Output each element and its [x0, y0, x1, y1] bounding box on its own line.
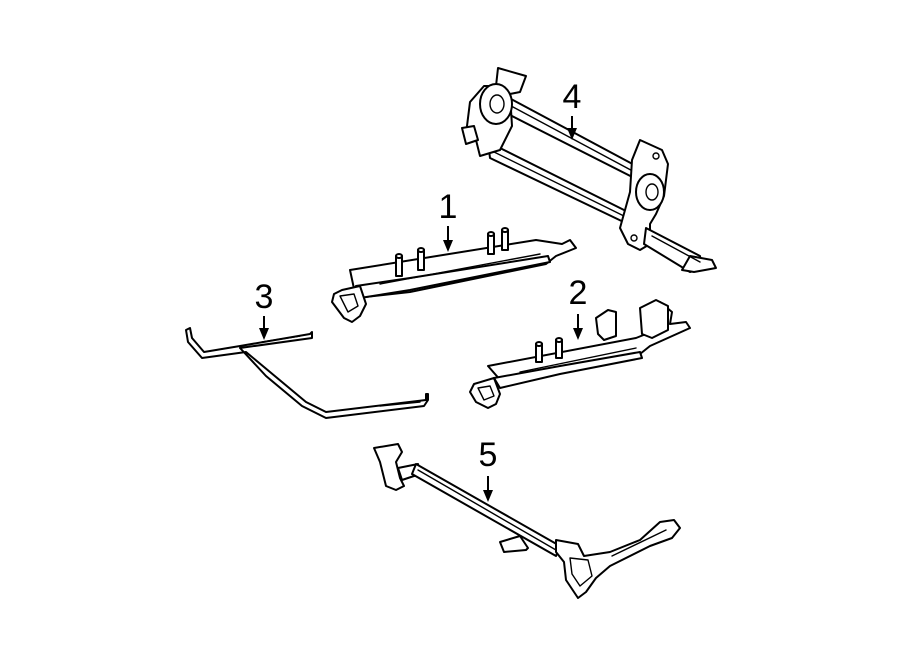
callout-3: 3 — [255, 278, 274, 340]
callout-5: 5 — [479, 436, 498, 502]
callout-1: 1 — [439, 188, 458, 252]
callout-2: 2 — [569, 274, 588, 340]
callout-label-2: 2 — [569, 274, 588, 312]
callout-label-4: 4 — [563, 78, 582, 116]
part-1-seat-track — [331, 227, 577, 323]
part-4-seat-frame — [461, 67, 717, 273]
callout-4: 4 — [563, 78, 582, 140]
callout-label-5: 5 — [479, 436, 498, 474]
part-2-seat-track — [469, 299, 691, 409]
part-3-bent-rod — [185, 327, 429, 419]
callout-label-3: 3 — [255, 278, 274, 316]
callout-label-1: 1 — [439, 188, 458, 226]
part-5-linkage — [373, 443, 681, 599]
